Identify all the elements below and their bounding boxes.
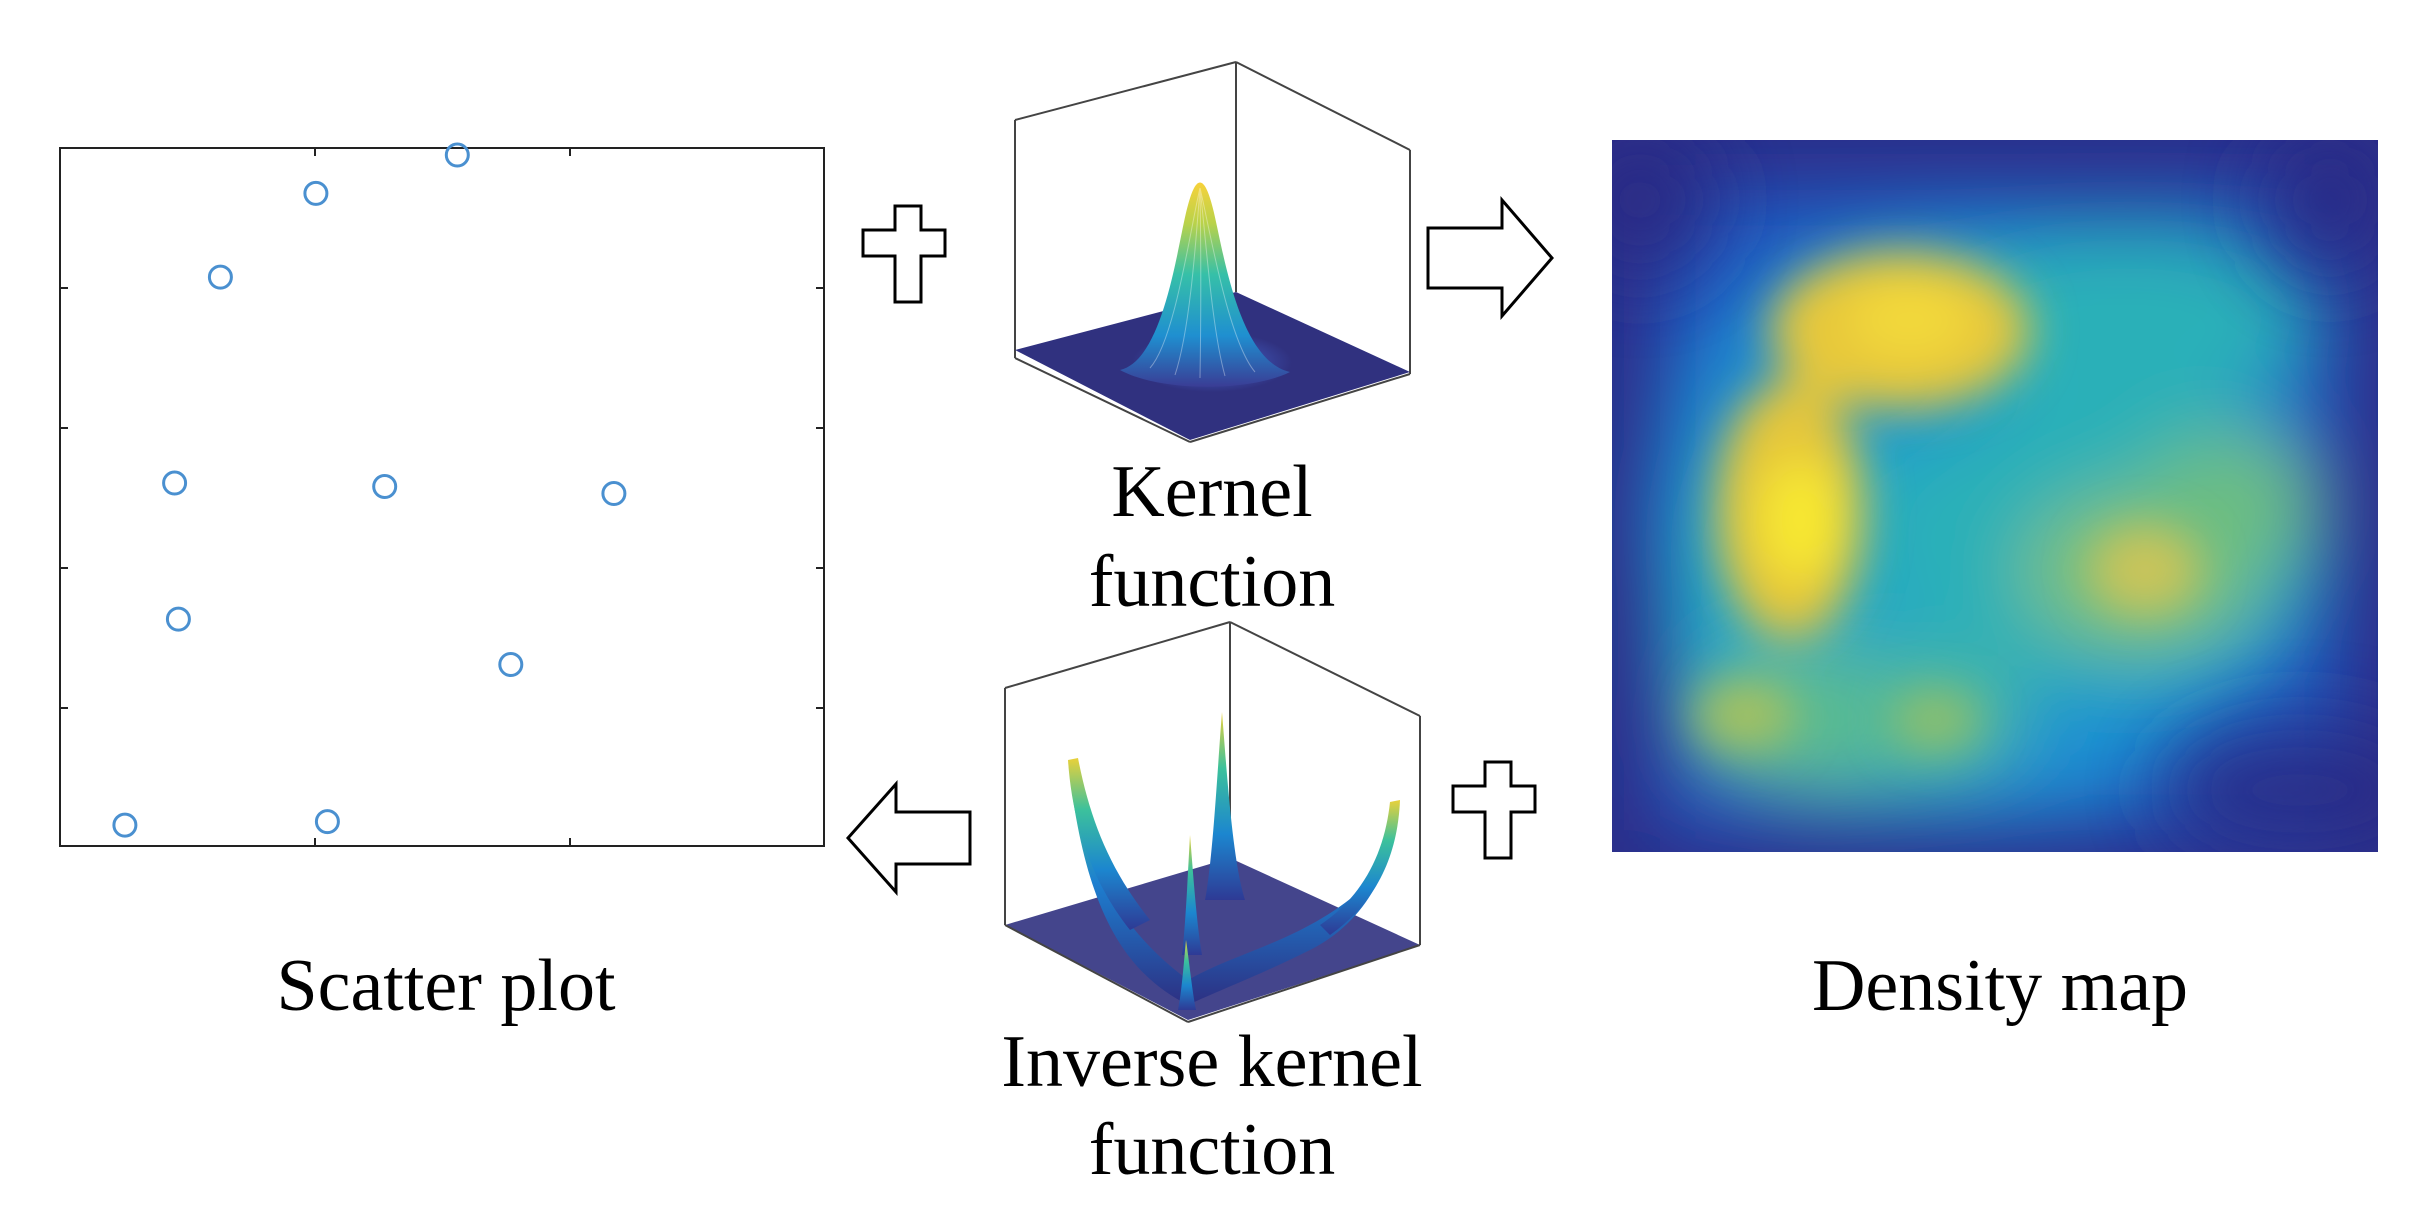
- scatter-point: [207, 264, 233, 290]
- inverse-center-spike: [1205, 712, 1245, 900]
- inverse-kernel-surface: [1004, 621, 1421, 1023]
- scatter-point: [165, 606, 191, 632]
- inverse-label-line1: Inverse kernel: [1001, 1021, 1422, 1103]
- kernel-peak: [1120, 182, 1290, 387]
- scatter-ticks: [60, 148, 824, 846]
- kernel-label-line2: function: [1089, 541, 1336, 623]
- kernel-label-line1: Kernel: [1111, 451, 1312, 533]
- kernel-function-surface: [1014, 61, 1411, 443]
- arrow-left-icon: [845, 780, 972, 896]
- scatter-point: [601, 481, 627, 506]
- scatter-point: [162, 470, 188, 496]
- scatter-frame: [59, 147, 825, 847]
- inverse-bowl: [1068, 760, 1400, 1005]
- density-map: [1612, 140, 2378, 852]
- plus-icon: [1451, 760, 1537, 860]
- plus-icon: [861, 204, 947, 304]
- scatter-plot-label: Scatter plot: [276, 945, 616, 1027]
- scatter-point: [112, 812, 138, 838]
- arrow-right-icon: [1426, 195, 1554, 321]
- inverse-label-line2: function: [1089, 1109, 1336, 1191]
- scatter-points: [112, 142, 627, 838]
- scatter-point: [498, 652, 524, 677]
- scatter-point: [314, 809, 340, 835]
- scatter-point: [372, 474, 398, 499]
- density-map-label: Density map: [1812, 945, 2188, 1027]
- scatter-point: [444, 142, 470, 168]
- scatter-plot: [59, 142, 825, 847]
- scatter-point: [303, 180, 329, 206]
